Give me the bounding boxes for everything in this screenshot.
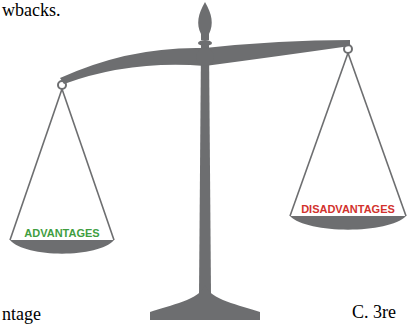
pan-bowl-shape: [290, 216, 406, 230]
hook-ring: [344, 45, 352, 53]
scale-pan: ADVANTAGES: [10, 226, 114, 254]
page-text-fragment: ntage: [2, 304, 41, 325]
scale-beam: [60, 40, 350, 84]
scale-pole: [199, 44, 211, 295]
hook-ring: [58, 81, 66, 89]
scale-hub: [196, 48, 214, 66]
pan-label: ADVANTAGES: [10, 226, 114, 240]
pan-bowl-shape: [10, 240, 114, 254]
pan-label: DISADVANTAGES: [290, 202, 406, 216]
scale-pan: DISADVANTAGES: [290, 202, 406, 230]
pan-string: [348, 53, 406, 216]
scale-finial: [198, 2, 212, 40]
page-text-fragment: wbacks.: [2, 0, 60, 21]
pan-string: [290, 53, 348, 216]
pan-string: [10, 89, 62, 240]
scale-base: [150, 285, 260, 320]
pan-string: [62, 89, 114, 240]
page-text-fragment: C. 3re: [352, 302, 396, 323]
